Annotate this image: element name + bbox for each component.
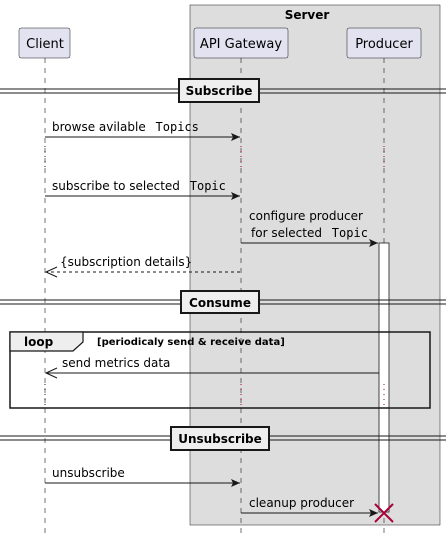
- message-browse-topics: browse avilable Topics: [45, 120, 240, 141]
- divider-unsubscribe: Unsubscribe: [0, 426, 446, 451]
- loop-condition: [periodicaly send & receive data]: [97, 337, 285, 348]
- message-subscription-details: {subscription details}: [44, 255, 240, 278]
- message-details-text: {subscription details}: [60, 255, 192, 269]
- message-configure-producer: configure producer for selected Topic: [241, 209, 378, 247]
- message-browse-text: browse avilable: [52, 120, 146, 134]
- divider-consume: Consume: [0, 290, 446, 314]
- svg-text:subscribe to selected To: subscribe to selected Topic: [52, 179, 226, 193]
- message-cleanup-producer: cleanup producer: [241, 496, 378, 517]
- message-configure-line1: configure producer: [249, 209, 363, 223]
- delay-marks-1: [44, 146, 385, 170]
- participant-producer: Producer: [346, 27, 422, 59]
- participant-gateway: API Gateway: [193, 27, 289, 59]
- participant-client-label: Client: [26, 37, 64, 52]
- message-subscribe-topic: subscribe to selected Topic: [45, 179, 240, 200]
- message-configure-code: Topic: [332, 226, 368, 240]
- message-unsubscribe: unsubscribe: [45, 466, 240, 487]
- divider-unsubscribe-label: Unsubscribe: [178, 432, 262, 446]
- loop-keyword: loop: [24, 335, 54, 349]
- svg-text:for selected Topic: for selected Topic: [251, 226, 368, 240]
- loop-fragment: loop [periodicaly send & receive data]: [9, 331, 431, 409]
- message-metrics-text: send metrics data: [62, 356, 170, 370]
- divider-subscribe: Subscribe: [0, 78, 446, 103]
- participant-client: Client: [18, 27, 71, 59]
- message-send-metrics: send metrics data: [44, 356, 379, 379]
- message-cleanup-text: cleanup producer: [249, 496, 354, 510]
- message-unsubscribe-text: unsubscribe: [52, 466, 125, 480]
- divider-consume-label: Consume: [189, 296, 251, 310]
- message-configure-text: for selected: [251, 226, 322, 240]
- svg-text:browse avilable Topics: browse avilable Topics: [52, 120, 199, 134]
- participant-gateway-label: API Gateway: [200, 37, 282, 52]
- producer-activation-bar: [378, 242, 390, 513]
- message-select-code: Topic: [190, 179, 226, 193]
- server-box-title: Server: [285, 8, 330, 22]
- delay-marks-2: [44, 384, 385, 406]
- message-select-text: subscribe to selected: [52, 179, 180, 193]
- destroy-icon: [374, 503, 394, 523]
- message-browse-code: Topics: [156, 120, 199, 134]
- divider-subscribe-label: Subscribe: [186, 84, 253, 98]
- participant-producer-label: Producer: [355, 37, 413, 52]
